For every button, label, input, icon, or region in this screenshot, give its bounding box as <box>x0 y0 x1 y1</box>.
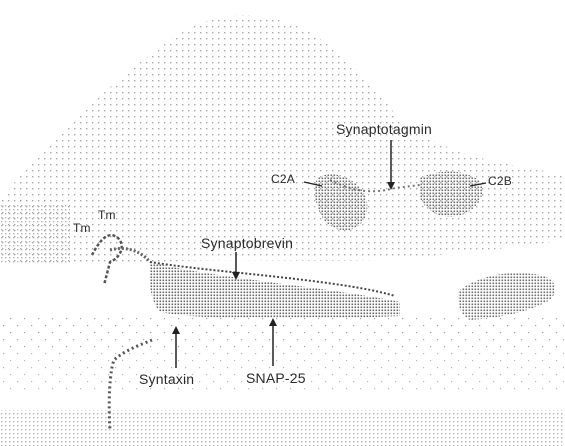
transmembrane-helix <box>90 233 123 286</box>
synaptotagmin-linker <box>329 179 421 193</box>
left-membrane <box>0 205 70 265</box>
snap25-arrowhead <box>269 318 277 326</box>
tm-label-1: Tm <box>73 221 91 235</box>
c2a-domain <box>314 174 368 231</box>
transmembrane-helix-2 <box>109 247 152 264</box>
c2b-pointer <box>469 182 487 187</box>
synaptotagmin-label: Synaptotagmin <box>336 121 432 137</box>
synaptobrevin-arrowhead <box>232 272 240 280</box>
c2b-domain <box>420 171 483 217</box>
snap25-label: SNAP-25 <box>246 370 306 386</box>
tm-label-2: Tm <box>98 208 116 222</box>
syntaxin-label: Syntaxin <box>139 371 195 387</box>
syntaxin-arrowhead <box>172 326 180 334</box>
c2a-label: C2A <box>271 172 295 186</box>
snare-bundle <box>149 262 400 318</box>
c2a-pointer <box>303 181 323 187</box>
synaptobrevin-label: Synaptobrevin <box>201 235 294 251</box>
c2b-label: C2B <box>488 174 512 188</box>
right-helix <box>458 273 556 320</box>
plasma-membrane-upper <box>0 318 565 350</box>
snare-bundle-upper <box>149 261 396 297</box>
plasma-membrane-band <box>0 350 565 390</box>
plasma-membrane-lower <box>0 410 565 446</box>
synaptotagmin-arrowhead <box>387 182 395 190</box>
